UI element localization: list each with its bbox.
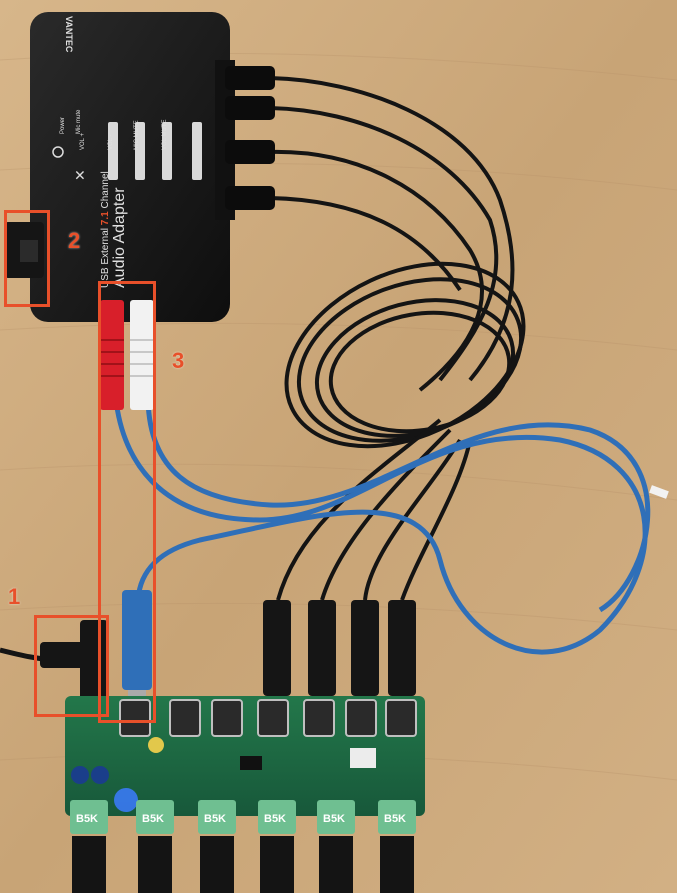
pot-5	[317, 800, 355, 893]
cable-tie	[649, 485, 669, 499]
pot-label-2: B5K	[142, 813, 164, 825]
adapter-title-channel: Channel	[100, 171, 111, 208]
blue-cable	[112, 389, 651, 655]
pot-3	[198, 800, 236, 893]
pot-4	[258, 800, 296, 893]
pot-2	[136, 800, 174, 893]
pot-1	[70, 800, 108, 893]
pot-label-1: B5K	[76, 813, 98, 825]
left-input-cable	[0, 620, 108, 708]
adapter-btn-vol-mute: VOL MUTE	[162, 120, 168, 150]
pot-label-4: B5K	[264, 813, 286, 825]
potentiometers	[70, 800, 416, 893]
adapter-buttons	[108, 122, 202, 180]
board-black-plugs	[263, 600, 416, 696]
adapter-title-usb: USB External	[100, 228, 111, 288]
pot-6	[378, 800, 416, 893]
pot-label-3: B5K	[204, 813, 226, 825]
callout-label-1: 1	[8, 584, 21, 609]
power-led-icon	[52, 146, 64, 158]
usb-audio-adapter: ✕	[4, 12, 275, 322]
pot-label-5: B5K	[323, 813, 345, 825]
rca-plugs	[100, 300, 154, 410]
pot-label-6: B5K	[384, 813, 406, 825]
adapter-btn-vol-minus: VOL -	[108, 135, 114, 150]
mute-x-icon: ✕	[72, 169, 88, 181]
blue-led	[114, 788, 138, 812]
adapter-output-jacks	[225, 66, 275, 210]
callout-box-2	[4, 210, 50, 307]
adapter-power-label: Power	[60, 117, 66, 134]
callout-label-3: 3	[172, 348, 185, 373]
adapter-brand: VANTEC	[64, 16, 74, 53]
black-cables-top	[269, 76, 515, 392]
callout-box-3	[98, 281, 156, 723]
adapter-title-line1: USB External 7.1 Channel	[100, 171, 111, 288]
board-jacks	[119, 699, 417, 737]
usb-plug	[4, 222, 44, 278]
capacitors	[71, 737, 376, 784]
adapter-mic-mute-label: Mic mute	[76, 109, 82, 134]
adapter-btn-vol-plus: VOL +	[80, 133, 86, 150]
adapter-btn-mic-mute: MIC MUTE	[134, 120, 140, 150]
callout-label-2: 2	[68, 228, 81, 253]
adapter-title-channel-num: 7.1	[100, 211, 111, 225]
black-cable-coil	[284, 261, 526, 449]
callout-box-1	[34, 615, 109, 717]
adapter-title-line2: Audio Adapter	[111, 187, 128, 288]
pcb-board	[65, 696, 425, 816]
